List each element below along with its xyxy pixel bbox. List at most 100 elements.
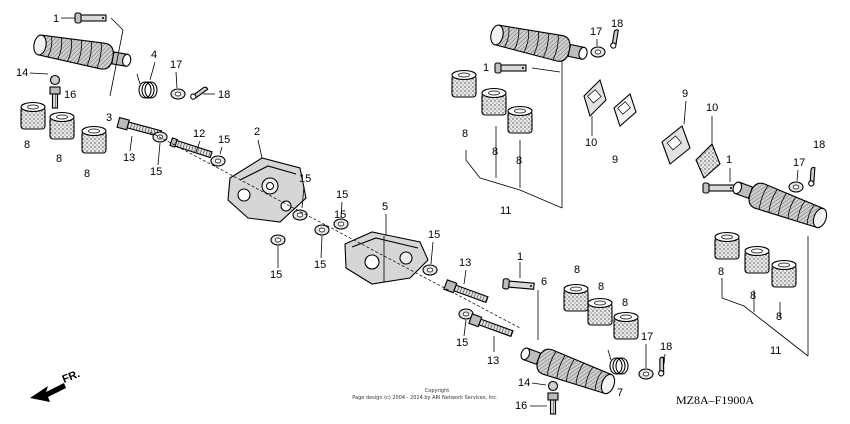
- callout-number: 10: [706, 102, 718, 114]
- collar: [451, 69, 477, 98]
- callout-number: 8: [492, 146, 498, 158]
- collar: [507, 105, 533, 134]
- cotter-pin: [607, 28, 623, 50]
- callout-number: 17: [793, 157, 805, 169]
- grease-fitting: [547, 380, 559, 415]
- callout-number: 15: [150, 166, 162, 178]
- callout-number: 17: [590, 26, 602, 38]
- callout-labels: 1 1 1 1 2 3 4 5 6 7 8 8 8 8 8 8 8 8 8 8 …: [16, 13, 825, 412]
- collar: [714, 231, 740, 260]
- plate: [661, 125, 691, 165]
- callout-number: 8: [598, 281, 604, 293]
- callout-number: 15: [218, 134, 230, 146]
- cotter-pin: [805, 166, 820, 188]
- bolt: [443, 279, 490, 305]
- callout-number: 1: [726, 154, 732, 166]
- callout-number: 8: [56, 153, 62, 165]
- callout-number: 11: [770, 345, 781, 357]
- callout-number: 15: [270, 269, 282, 281]
- callout-number: 15: [428, 229, 440, 241]
- svg-text:Copyright: Copyright: [425, 388, 449, 394]
- washer: [788, 181, 804, 193]
- callout-number: 1: [483, 62, 489, 74]
- spring: [607, 349, 629, 375]
- rider-footpeg-left: [31, 30, 134, 75]
- callout-number: 8: [776, 311, 782, 323]
- callout-number: 1: [517, 251, 523, 263]
- callout-number: 15: [336, 189, 348, 201]
- callout-number: 18: [218, 89, 230, 101]
- passenger-footpeg-right: [728, 173, 831, 233]
- callout-number: 18: [611, 18, 623, 30]
- pivot-pin: [494, 62, 527, 74]
- callout-number: 15: [456, 337, 468, 349]
- callout-number: 13: [487, 355, 499, 367]
- washer: [270, 234, 286, 246]
- callout-number: 12: [193, 128, 205, 140]
- callout-number: 15: [299, 173, 311, 185]
- spring: [136, 73, 158, 99]
- callout-number: 17: [641, 331, 653, 343]
- collar: [481, 87, 507, 116]
- callout-number: 8: [516, 155, 522, 167]
- svg-text:Page design (c) 2004 - 2014 by: Page design (c) 2004 - 2014 by ARI Netwo…: [352, 395, 498, 401]
- step-bracket: [227, 157, 307, 223]
- plate: [695, 143, 721, 179]
- callout-number: 11: [500, 205, 511, 217]
- callout-number: 8: [24, 139, 30, 151]
- step-bracket: [344, 231, 429, 285]
- callout-number: 16: [64, 89, 76, 101]
- callout-number: 8: [718, 266, 724, 278]
- collar: [20, 101, 46, 130]
- callout-number: 9: [682, 88, 688, 100]
- callout-number: 9: [612, 154, 618, 166]
- callout-number: 15: [314, 259, 326, 271]
- cotter-pin: [655, 355, 669, 378]
- collar: [613, 311, 639, 340]
- callout-number: 3: [106, 112, 112, 124]
- callout-number: 5: [382, 201, 388, 213]
- callout-number: 7: [617, 387, 623, 399]
- callout-number: 18: [660, 341, 672, 353]
- callout-number: 17: [170, 59, 182, 71]
- washer: [170, 88, 186, 100]
- washer: [292, 209, 308, 221]
- diagram-code: MZ8A–F1900A: [676, 393, 754, 407]
- collar: [81, 125, 107, 154]
- rider-footpeg-right: [487, 20, 591, 68]
- washer: [314, 224, 330, 236]
- callout-number: 8: [750, 290, 756, 302]
- collar: [587, 297, 613, 326]
- callout-number: 15: [334, 209, 346, 221]
- callout-number: 10: [585, 137, 597, 149]
- grease-fitting: [49, 74, 61, 109]
- collar: [744, 245, 770, 274]
- callout-number: 14: [518, 377, 530, 389]
- bolt: [468, 313, 515, 339]
- passenger-footpeg-left: [516, 339, 619, 399]
- front-direction-arrow: [30, 383, 66, 402]
- callout-number: 4: [151, 49, 157, 61]
- callout-number: 8: [622, 297, 628, 309]
- callout-number: 8: [462, 128, 468, 140]
- callout-number: 2: [254, 126, 260, 138]
- collar: [771, 259, 797, 288]
- collar: [563, 283, 589, 312]
- plate: [613, 93, 637, 127]
- washer: [590, 46, 606, 58]
- callout-number: 18: [813, 139, 825, 151]
- collar: [49, 111, 75, 140]
- pivot-pin: [74, 12, 107, 24]
- washer: [210, 155, 226, 167]
- plate: [583, 78, 607, 118]
- washer: [638, 368, 654, 380]
- pivot-pin: [502, 278, 535, 292]
- callout-number: 8: [574, 264, 580, 276]
- cotter-pin: [188, 85, 210, 101]
- washer: [422, 264, 438, 276]
- callout-number: 1: [53, 13, 59, 25]
- callout-number: 6: [541, 276, 547, 288]
- stud: [169, 137, 213, 160]
